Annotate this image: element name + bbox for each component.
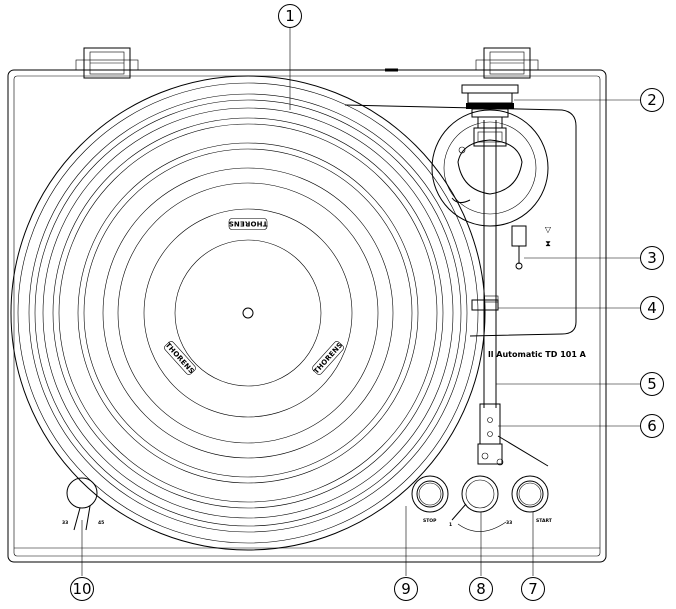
svg-text:⧗: ⧗ bbox=[545, 239, 551, 248]
start-label: START bbox=[536, 518, 553, 524]
callout-9-number: 9 bbox=[401, 580, 411, 598]
tonearm-tube bbox=[483, 120, 497, 408]
callout-6: 6 bbox=[640, 414, 664, 438]
speed-45-label: 33 bbox=[506, 520, 512, 526]
platter-logo-left: THORENS bbox=[164, 341, 196, 376]
tonearm-counterweight bbox=[461, 84, 519, 128]
platter-logo-top: THORENS bbox=[228, 218, 268, 230]
speed-selector: 1 33 bbox=[449, 475, 512, 532]
callout-6-number: 6 bbox=[647, 417, 657, 435]
anti-skating-dial: ▽ ⧗ bbox=[511, 225, 552, 270]
callout-9: 9 bbox=[394, 577, 418, 601]
speed-33-label: 1 bbox=[449, 522, 452, 528]
callout-3-number: 3 bbox=[647, 249, 657, 267]
callout-4: 4 bbox=[640, 296, 664, 320]
callout-7-number: 7 bbox=[528, 580, 538, 598]
hinge-left bbox=[75, 47, 139, 79]
callout-2-number: 2 bbox=[647, 91, 657, 109]
callout-5: 5 bbox=[640, 372, 664, 396]
lift-lever: 33 45 bbox=[62, 477, 104, 531]
start-button: START bbox=[511, 475, 553, 524]
callout-7: 7 bbox=[521, 577, 545, 601]
callout-3: 3 bbox=[640, 246, 664, 270]
callout-8: 8 bbox=[469, 577, 493, 601]
platter-logo-top-text: THORENS bbox=[228, 220, 267, 228]
headshell bbox=[477, 403, 549, 467]
svg-text:▽: ▽ bbox=[545, 225, 552, 234]
callout-1: 1 bbox=[278, 4, 302, 28]
callout-1-number: 1 bbox=[285, 7, 295, 25]
hinge-right bbox=[475, 47, 539, 79]
callout-5-number: 5 bbox=[647, 375, 657, 393]
callout-leaders bbox=[81, 28, 640, 576]
callout-2: 2 bbox=[640, 88, 664, 112]
lift-right-label: 45 bbox=[98, 520, 104, 526]
tonearm-pivot bbox=[431, 109, 549, 227]
callout-4-number: 4 bbox=[647, 299, 657, 317]
plinth bbox=[7, 68, 607, 563]
platter-logo-right-text: THORENS bbox=[312, 341, 344, 375]
callout-8-number: 8 bbox=[476, 580, 486, 598]
tonearm-board bbox=[344, 104, 577, 337]
platter bbox=[10, 75, 486, 551]
model-label: ll Automatic TD 101 A bbox=[488, 350, 587, 359]
stop-label: STOP bbox=[423, 518, 437, 524]
lift-left-label: 33 bbox=[62, 520, 68, 526]
callout-10-number: 10 bbox=[72, 580, 91, 598]
stop-button: STOP bbox=[411, 475, 449, 524]
platter-logo-right: THORENS bbox=[312, 341, 344, 376]
callout-10: 10 bbox=[70, 577, 94, 601]
